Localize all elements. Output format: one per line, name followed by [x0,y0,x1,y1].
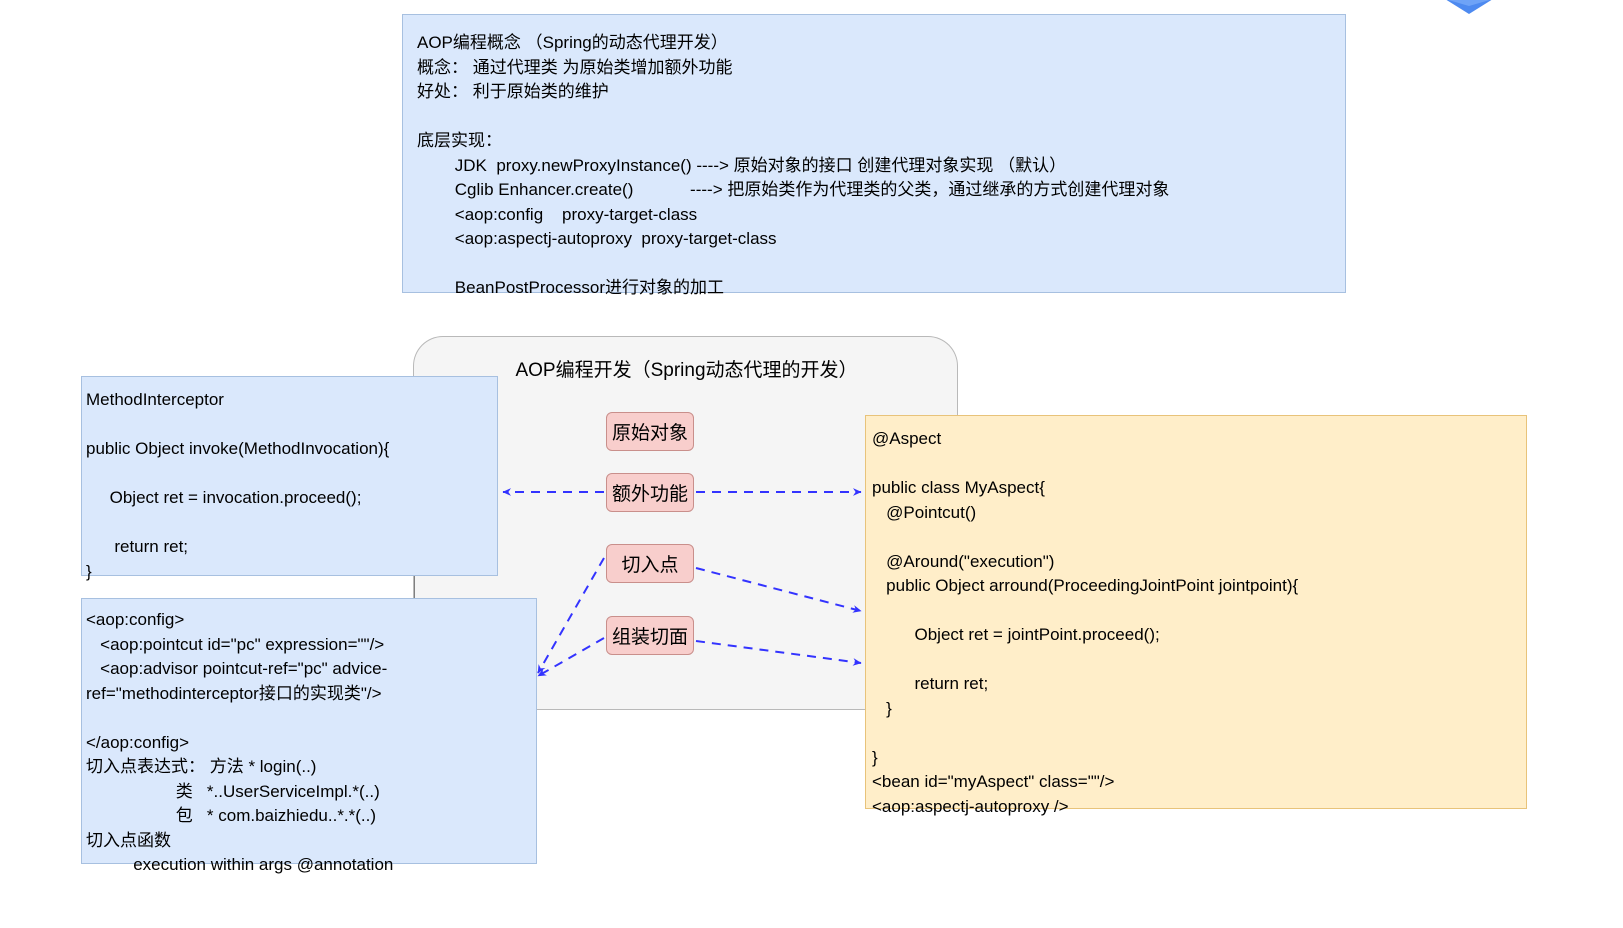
arrow-assemble-to-aspect [695,640,862,666]
aspect-annotation-note: @Aspect public class MyAspect{ @Pointcut… [865,415,1527,816]
arrow-assemble-to-config [537,637,605,677]
arrow-pointcut-to-config [537,557,605,674]
node-label: 组装切面 [611,627,688,648]
method-interceptor-note: MethodInterceptor public Object invoke(M… [81,376,498,581]
arrow-pointcut-to-aspect [695,567,862,613]
node-original-object[interactable]: 原始对象 [606,412,694,451]
panel-bottom-divider [413,709,958,710]
interceptor-config-connector [414,576,415,602]
node-extra-function[interactable]: 额外功能 [606,473,694,512]
aop-concept-note: AOP编程概念 （Spring的动态代理开发） 概念： 通过代理类 为原始类增加… [402,14,1346,297]
node-label: 原始对象 [611,423,688,444]
panel-title: AOP编程开发（Spring动态代理的开发） [515,360,858,381]
diamond-logo-icon [1441,0,1497,18]
aop-config-note: <aop:config> <aop:pointcut id="pc" expre… [81,598,537,874]
node-pointcut[interactable]: 切入点 [606,544,694,583]
node-label: 切入点 [621,555,679,576]
node-assemble-aspect[interactable]: 组装切面 [606,616,694,655]
node-label: 额外功能 [611,484,688,505]
